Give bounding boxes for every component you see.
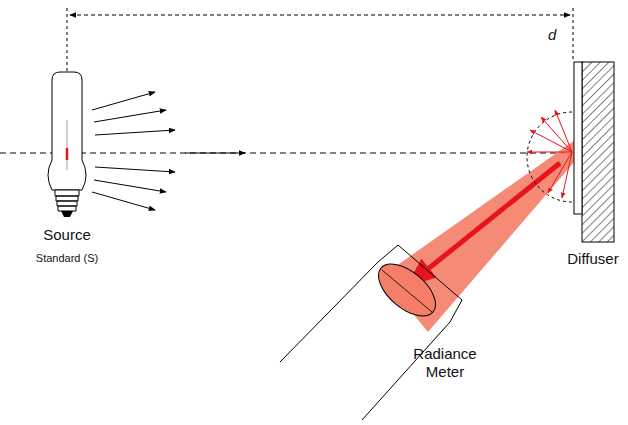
part-label: Diffuser <box>567 250 618 268</box>
lamp <box>48 72 86 217</box>
part-sublabel: Standard (S) <box>36 252 98 265</box>
diffuser <box>574 62 614 242</box>
dimension-label: d <box>548 26 556 44</box>
part-label: Radiance Meter <box>405 345 485 381</box>
beam-arrow <box>408 163 560 285</box>
part-label: Source <box>43 226 91 244</box>
light-rays <box>92 92 175 210</box>
radiance-meter <box>280 245 462 420</box>
scatter-arrows <box>527 110 572 202</box>
optical-axis <box>0 153 572 154</box>
dimension-line <box>67 8 573 80</box>
